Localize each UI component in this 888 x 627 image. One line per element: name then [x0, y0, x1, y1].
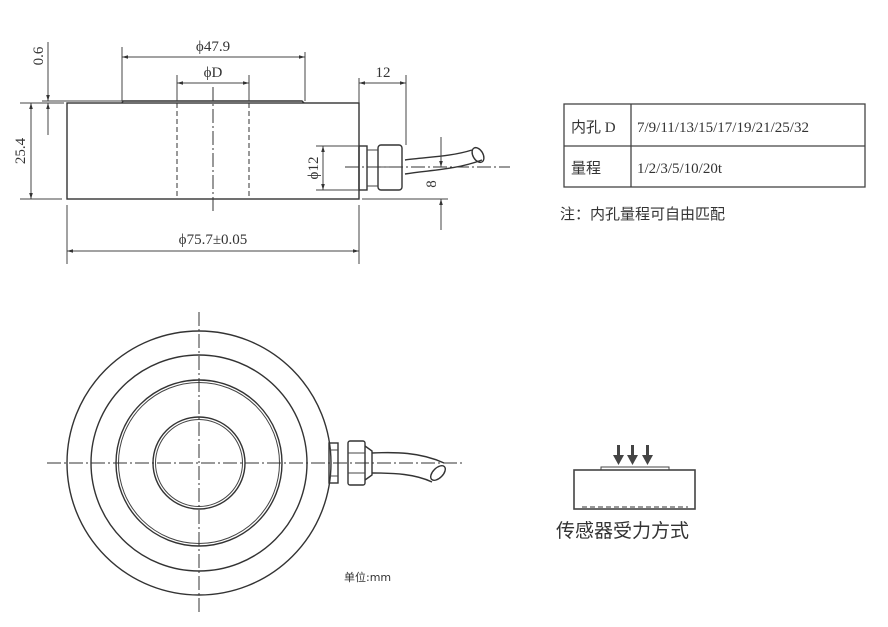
dim-body-diameter: ϕ75.7±0.05 [179, 232, 248, 248]
capacity-values: 1/2/3/5/10/20t [637, 161, 723, 177]
cable-connector-side [345, 144, 510, 191]
side-view: ϕ47.9 ϕD 25.4 0.6 12 ϕ12 8 [13, 39, 510, 264]
dim-plate-diameter: ϕ47.9 [196, 39, 230, 55]
dim-height: 25.4 [13, 137, 29, 164]
top-view: 单位:mm [47, 312, 465, 615]
dim-plate-thickness: 0.6 [31, 46, 47, 65]
dim-cable-offset: 8 [424, 180, 440, 188]
bore-label: 内孔 D [571, 119, 616, 136]
cable-connector-top [328, 440, 446, 486]
capacity-label: 量程 [571, 160, 601, 177]
dim-connector-length: 12 [376, 65, 391, 81]
load-diagram-caption: 传感器受力方式 [556, 520, 689, 542]
dim-bore: ϕD [204, 65, 223, 81]
unit-label: 单位:mm [344, 570, 391, 584]
spec-table: 内孔 D 7/9/11/13/15/17/19/21/25/32 量程 1/2/… [560, 103, 866, 223]
spec-note: 注：内孔量程可自由匹配 [560, 205, 725, 223]
dim-connector-diameter: ϕ12 [306, 157, 322, 180]
load-diagram: 传感器受力方式 [556, 445, 696, 542]
dimensions-side: ϕ47.9 ϕD 25.4 0.6 12 ϕ12 8 [13, 39, 448, 264]
bore-values: 7/9/11/13/15/17/19/21/25/32 [637, 120, 809, 136]
load-arrows-icon [613, 445, 653, 465]
